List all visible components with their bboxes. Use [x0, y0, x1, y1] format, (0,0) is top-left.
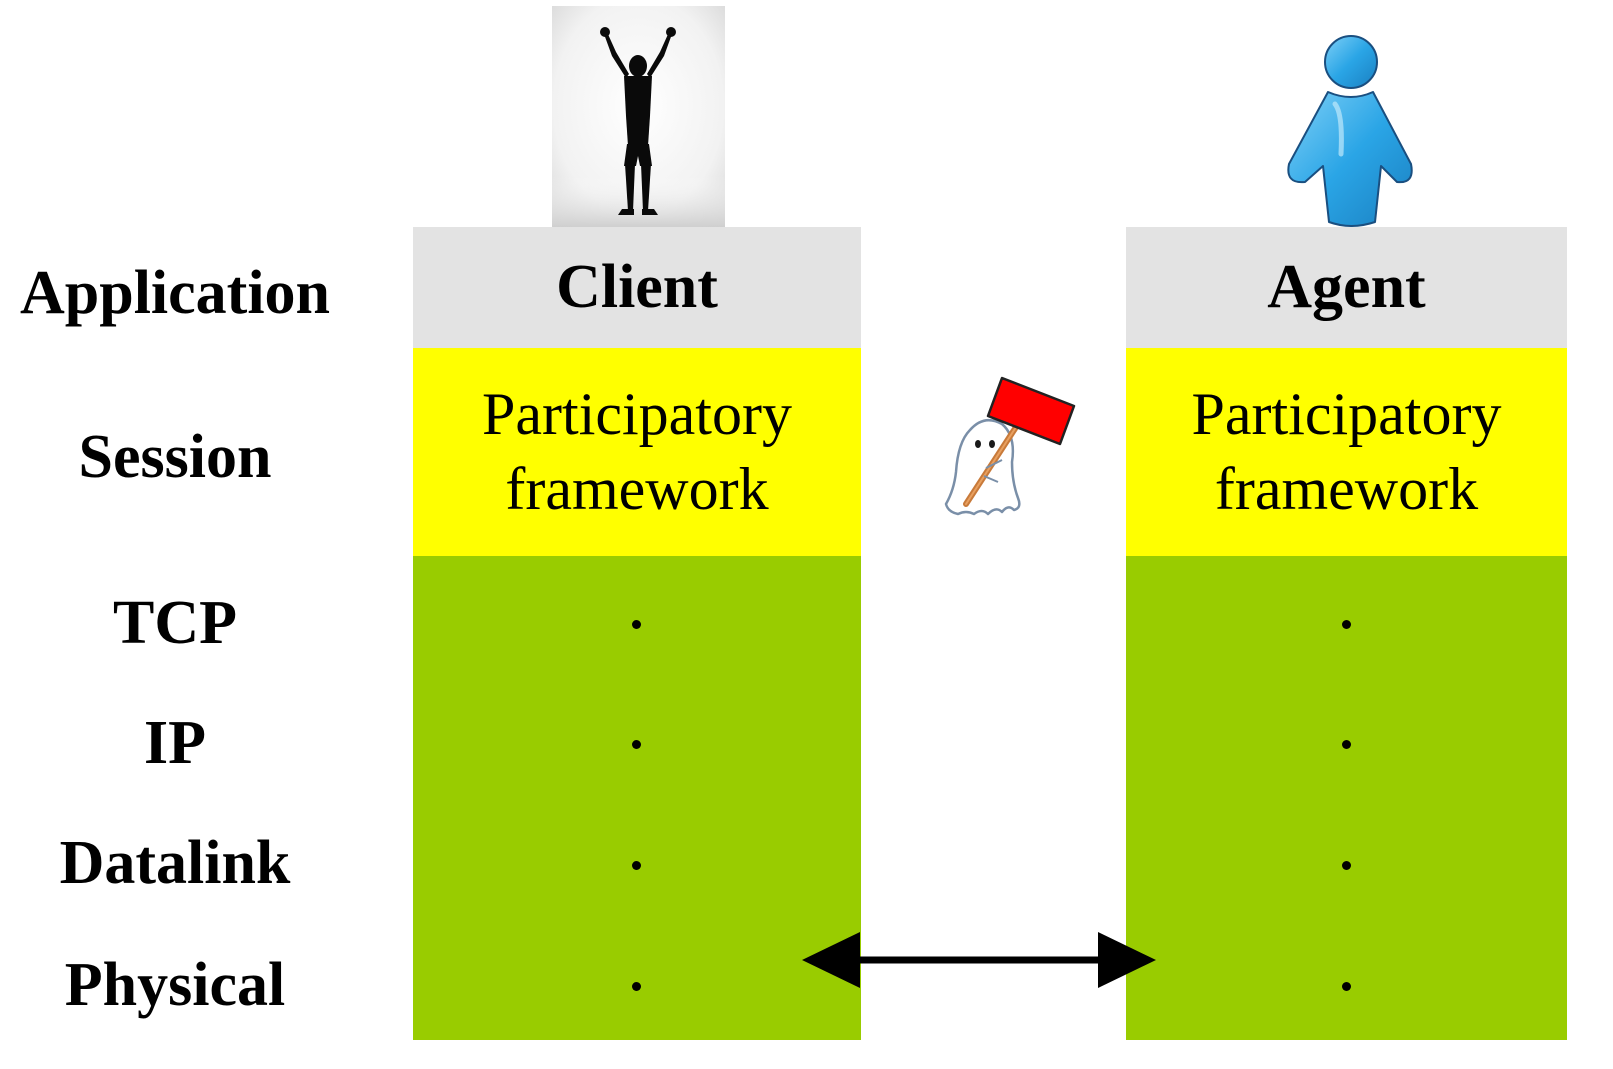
- agent-physical-dot: [1342, 982, 1351, 991]
- agent-session-line1: Participatory: [1191, 381, 1502, 447]
- agent-lower-layers-box: [1126, 556, 1567, 1040]
- double-arrow-icon: [802, 932, 1156, 988]
- layer-label-session: Session: [78, 423, 272, 491]
- agent-session-line2: framework: [1214, 456, 1479, 522]
- user-icon: [1287, 35, 1413, 227]
- client-ip-dot: [632, 740, 641, 749]
- client-datalink-dot: [632, 861, 641, 870]
- layer-label-ip: IP: [144, 709, 206, 777]
- layer-label-physical: Physical: [64, 951, 286, 1019]
- client-session-box: Participatory framework: [413, 348, 861, 556]
- layer-label-application: Application: [19, 259, 331, 327]
- client-lower-layers-box: [413, 556, 861, 1040]
- client-tcp-dot: [632, 620, 641, 629]
- agent-title: Agent: [1267, 253, 1426, 321]
- client-session-line2: framework: [505, 456, 769, 522]
- agent-session-box: Participatory framework: [1126, 348, 1567, 556]
- client-physical-dot: [632, 982, 641, 991]
- person-silhouette-icon: [552, 6, 725, 227]
- ghost-with-flag-icon: [944, 376, 1076, 516]
- client-session-line1: Participatory: [482, 381, 792, 447]
- layer-label-tcp: TCP: [113, 589, 237, 657]
- client-application-box: Client: [413, 227, 861, 348]
- agent-datalink-dot: [1342, 861, 1351, 870]
- agent-application-box: Agent: [1126, 227, 1567, 348]
- layer-label-datalink: Datalink: [59, 829, 291, 897]
- agent-tcp-dot: [1342, 620, 1351, 629]
- client-title: Client: [556, 253, 718, 321]
- agent-ip-dot: [1342, 740, 1351, 749]
